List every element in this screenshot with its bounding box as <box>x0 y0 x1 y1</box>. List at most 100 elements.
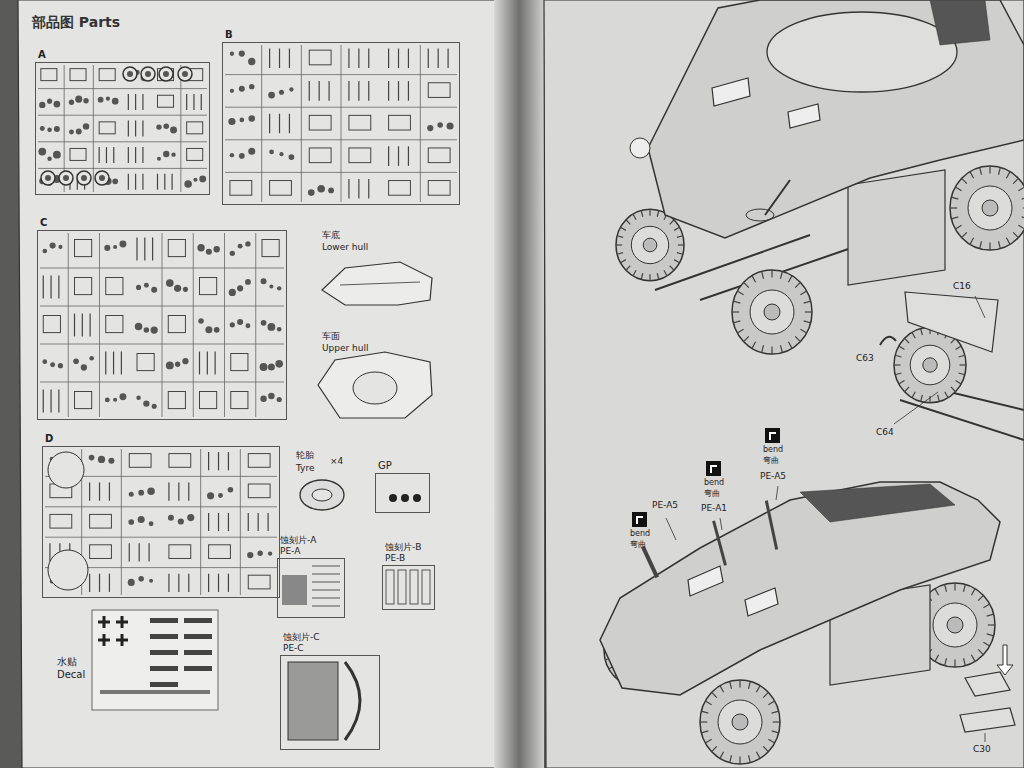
tyre-tread <box>960 364 966 365</box>
sprue-runner <box>40 382 284 383</box>
sprue-part <box>200 392 217 409</box>
sprue-part <box>239 51 245 57</box>
sprue-part <box>230 322 235 327</box>
sprue-part <box>58 390 59 413</box>
sprue-part <box>186 94 187 110</box>
photo-etch-fret: 蚀刻片-CPE-C <box>280 655 380 750</box>
sprue-part <box>238 244 243 249</box>
tyre-tread <box>963 584 965 591</box>
sprue-part <box>218 493 223 498</box>
sprue-part <box>89 574 90 592</box>
tyre-tread <box>674 227 679 230</box>
sprue-frame: C <box>37 230 287 420</box>
sprue-part <box>389 181 411 196</box>
hull-detail <box>340 282 420 285</box>
sprue-part <box>135 147 136 163</box>
part-caption: 车面 <box>322 331 340 341</box>
sprue-part <box>248 58 255 65</box>
sprue-part <box>398 146 399 166</box>
sprue-part <box>268 363 275 370</box>
sprue-part <box>309 148 331 163</box>
tyre <box>732 270 812 354</box>
sprue-wheel <box>95 171 109 185</box>
tyre-tread <box>677 236 683 238</box>
tyre-tread <box>1006 238 1010 245</box>
sprue-part <box>193 178 197 182</box>
wheel-hub <box>631 226 668 263</box>
sprue-part <box>108 458 114 464</box>
sprue-part <box>169 454 191 468</box>
pe-part <box>312 582 340 583</box>
sprue-part <box>69 100 74 105</box>
steering-column <box>765 180 790 215</box>
sprue-wheel-hub <box>99 175 105 181</box>
gp-part <box>413 494 421 502</box>
decal-number <box>184 618 212 623</box>
tyre-tread <box>983 604 989 608</box>
tyre-tread <box>921 328 923 335</box>
part-group-label: C <box>40 217 47 229</box>
sprue-part <box>50 514 72 528</box>
tyre-tread <box>763 746 768 751</box>
tyre-tread <box>626 266 630 271</box>
sprue-runner <box>99 233 100 417</box>
sprue-part <box>228 118 235 125</box>
sprue-runner <box>93 65 94 192</box>
callout-label: 弯曲 <box>763 456 779 465</box>
tyre-tread <box>1022 217 1024 219</box>
turret-ring <box>353 372 397 404</box>
decal-number <box>150 618 178 623</box>
sprue-part <box>230 89 234 93</box>
tyre-tread <box>800 291 806 295</box>
sprue-part <box>188 482 189 500</box>
sprue-wheel-hub <box>63 175 69 181</box>
tyre-tread <box>617 236 623 238</box>
tyre-tread <box>989 166 990 174</box>
pe-part <box>312 566 340 567</box>
tyre-tread <box>980 241 982 248</box>
part-caption: Tyre <box>296 463 314 473</box>
tyre <box>616 209 684 280</box>
bend-icon <box>765 428 780 443</box>
sprue-part <box>277 397 282 402</box>
pe-part <box>410 570 418 604</box>
sprue-part <box>42 359 47 364</box>
wheel-hub <box>968 186 1012 230</box>
photo-etch-fret: 蚀刻片-BPE-B <box>382 565 435 610</box>
tyre <box>950 166 1024 250</box>
sprue-part <box>289 114 290 134</box>
sprue-part <box>240 118 245 123</box>
sprue-part <box>269 49 270 69</box>
tyre-tread <box>970 172 974 179</box>
tyre-tread <box>987 614 994 616</box>
sprue-part <box>90 514 112 528</box>
tyre-tread <box>705 701 711 705</box>
sprue-part <box>208 452 209 470</box>
sprue-part <box>144 238 145 261</box>
tyre-tread <box>763 692 768 697</box>
tyre-tread <box>998 241 1000 248</box>
sprue-part <box>128 579 135 586</box>
sprue-runner <box>225 172 457 173</box>
sprue-part <box>349 148 371 163</box>
pe-strip <box>641 546 659 579</box>
sprue-runner <box>420 45 421 202</box>
sprue-part <box>156 124 161 129</box>
wheel-hub <box>718 700 762 744</box>
sprue-part <box>99 69 115 81</box>
wheel-hub <box>933 603 977 647</box>
leader-line <box>776 486 778 500</box>
tyre-tread <box>795 336 800 341</box>
hub-cap <box>923 358 937 372</box>
sprue-runner <box>240 449 241 595</box>
sprue-part <box>135 121 136 137</box>
tyre-tread <box>895 373 901 375</box>
part-caption: Lower hull <box>322 242 368 252</box>
sprue-part <box>277 327 282 332</box>
tyre-tread <box>621 260 626 263</box>
sprue-part <box>136 238 137 261</box>
sprue-part <box>388 146 389 166</box>
sprue-part <box>170 127 177 134</box>
sprue-part <box>113 245 117 249</box>
sprue-part <box>105 352 106 375</box>
